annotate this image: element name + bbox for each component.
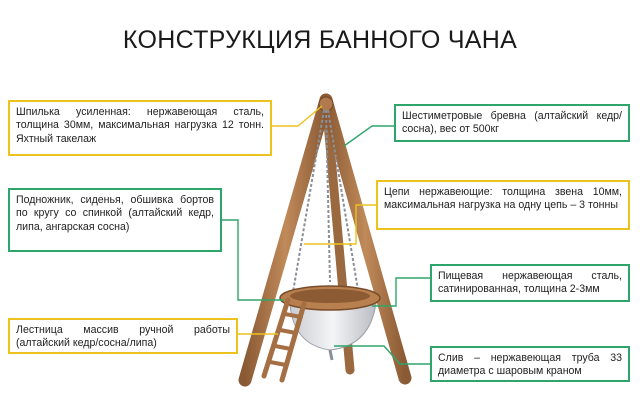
- connector-drain: [334, 345, 430, 365]
- callout-logs: Шестиметровые бревна (алтайский кедр/сос…: [394, 104, 630, 142]
- callout-chains: Цепи нержавеющие: толщина звена 10мм, ма…: [376, 180, 630, 230]
- callout-drain: Слив – нержавеющая труба 33 диаметра с ш…: [430, 346, 630, 382]
- connector-lines: [222, 105, 430, 365]
- callout-steel: Пищевая нержавеющая сталь, сатинированна…: [430, 264, 630, 302]
- connector-chains: [304, 204, 376, 245]
- connector-stud: [272, 105, 323, 127]
- page-title: КОНСТРУКЦИЯ БАННОГО ЧАНА: [122, 26, 518, 54]
- drain-pipe: [328, 349, 334, 361]
- top-stud: [318, 96, 334, 112]
- right-log: [319, 93, 412, 385]
- callout-stud: Шпилька усиленная: нержавеющая сталь, то…: [8, 100, 272, 156]
- connector-steel: [372, 277, 430, 307]
- callout-ladder: Лестница массив ручной работы (алтайский…: [8, 318, 238, 354]
- callout-stand: Подножник, сиденья, обшивка бортов по кр…: [8, 188, 222, 252]
- connector-logs: [343, 125, 394, 147]
- connector-stand: [222, 219, 284, 301]
- ladder: [261, 297, 307, 383]
- chains: [292, 109, 359, 293]
